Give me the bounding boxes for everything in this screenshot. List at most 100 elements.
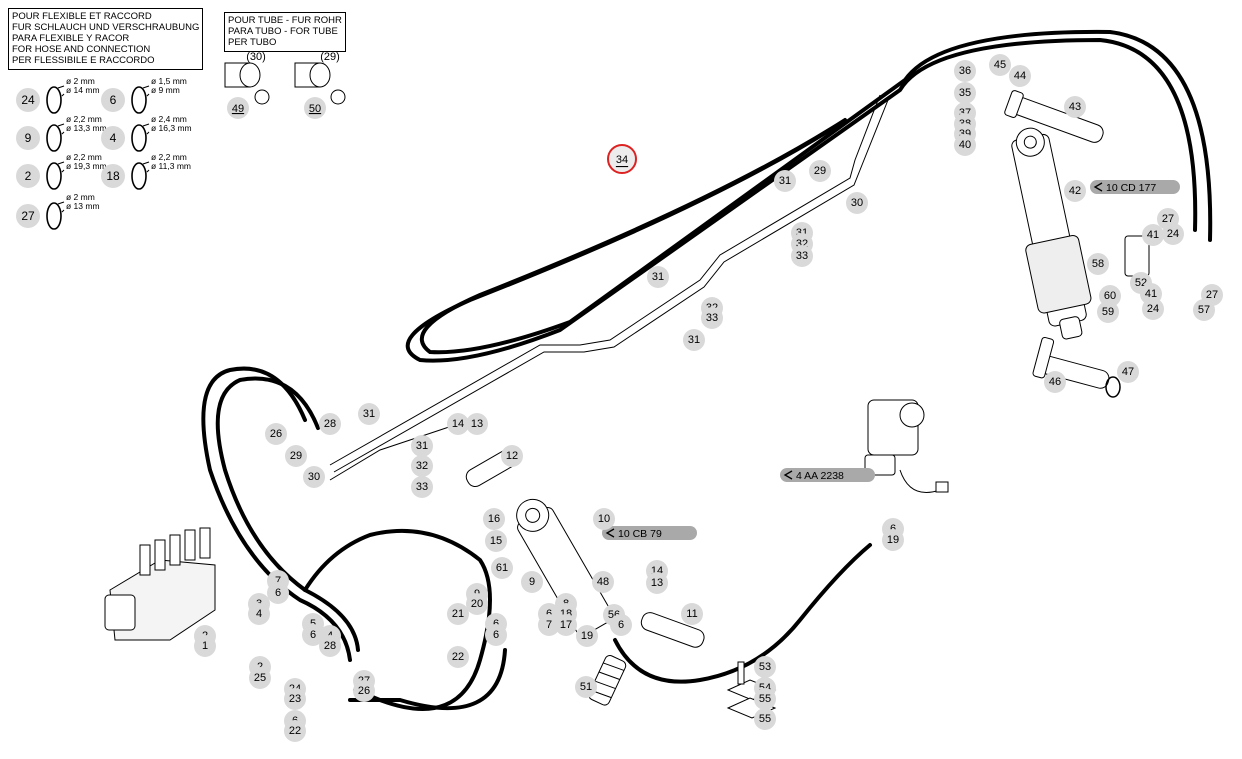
callout-number: 10 bbox=[598, 513, 610, 525]
part-callout-4[interactable]: 4 bbox=[248, 603, 270, 625]
fitting-ref: (29) bbox=[320, 51, 340, 63]
part-callout-61[interactable]: 61 bbox=[491, 557, 513, 579]
part-callout-59[interactable]: 59 bbox=[1097, 301, 1119, 323]
oring-dim-diameter: ø 13 mm bbox=[66, 201, 100, 211]
tubes bbox=[329, 94, 889, 481]
part-callout-29[interactable]: 29 bbox=[809, 160, 831, 182]
part-callout-31[interactable]: 31 bbox=[358, 403, 380, 425]
part-callout-47[interactable]: 47 bbox=[1117, 361, 1139, 383]
part-callout-6[interactable]: 6 bbox=[610, 614, 632, 636]
part-callout-53[interactable]: 53 bbox=[754, 656, 776, 678]
callout-number: 27 bbox=[1206, 289, 1218, 301]
part-callout-28[interactable]: 28 bbox=[319, 413, 341, 435]
part-callout-31[interactable]: 31 bbox=[647, 266, 669, 288]
part-callout-6[interactable]: 6 bbox=[485, 624, 507, 646]
callout-bubble bbox=[1117, 361, 1139, 383]
part-callout-31[interactable]: 31 bbox=[683, 329, 705, 351]
part-callout-46[interactable]: 46 bbox=[1044, 371, 1066, 393]
callout-bubble bbox=[681, 603, 703, 625]
part-callout-32[interactable]: 32 bbox=[411, 455, 433, 477]
part-callout-27[interactable]: 27 bbox=[1201, 284, 1223, 306]
part-callout-20[interactable]: 20 bbox=[466, 593, 488, 615]
ref-badge[interactable]: 10 CB 79 bbox=[602, 526, 697, 540]
part-callout-21[interactable]: 21 bbox=[447, 603, 469, 625]
part-callout-45[interactable]: 45 bbox=[989, 54, 1011, 76]
part-callout-19[interactable]: 19 bbox=[882, 529, 904, 551]
highlight-part-34[interactable]: 34 bbox=[607, 144, 637, 174]
part-callout-9[interactable]: 9 bbox=[521, 571, 543, 593]
ref-badge[interactable]: 4 AA 2238 bbox=[780, 468, 875, 482]
part-callout-7[interactable]: 7 bbox=[538, 614, 560, 636]
callout-number: 23 bbox=[289, 693, 301, 705]
part-callout-28[interactable]: 28 bbox=[319, 635, 341, 657]
part-callout-22[interactable]: 22 bbox=[447, 646, 469, 668]
callout-bubble bbox=[647, 266, 669, 288]
part-callout-19[interactable]: 19 bbox=[576, 625, 598, 647]
part-callout-11[interactable]: 11 bbox=[681, 603, 703, 625]
part-callout-6[interactable]: 6 bbox=[267, 582, 289, 604]
hoses bbox=[201, 29, 1213, 711]
part-callout-43[interactable]: 43 bbox=[1064, 96, 1086, 118]
callout-bubble bbox=[248, 603, 270, 625]
part-callout-31[interactable]: 31 bbox=[411, 435, 433, 457]
callout-number: 31 bbox=[416, 440, 428, 452]
callout-bubble bbox=[194, 635, 216, 657]
fitting-number-bubble bbox=[304, 97, 326, 119]
cylinder-10 bbox=[516, 498, 614, 637]
callout-bubble bbox=[285, 445, 307, 467]
part-callout-51[interactable]: 51 bbox=[575, 676, 597, 698]
part-callout-35[interactable]: 35 bbox=[954, 82, 976, 104]
part-callout-24[interactable]: 24 bbox=[1162, 223, 1184, 245]
part-callout-15[interactable]: 15 bbox=[485, 530, 507, 552]
part-callout-30[interactable]: 30 bbox=[303, 466, 325, 488]
part-callout-10[interactable]: 10 bbox=[593, 508, 615, 530]
part-callout-12[interactable]: 12 bbox=[501, 445, 523, 467]
part-callout-26[interactable]: 26 bbox=[353, 680, 375, 702]
part-callout-41[interactable]: 41 bbox=[1142, 224, 1164, 246]
part-callout-60[interactable]: 60 bbox=[1099, 285, 1121, 307]
callout-number: 25 bbox=[254, 672, 266, 684]
part-callout-30[interactable]: 30 bbox=[846, 192, 868, 214]
part-callout-14[interactable]: 14 bbox=[447, 413, 469, 435]
part-callout-13[interactable]: 13 bbox=[466, 413, 488, 435]
part-callout-36[interactable]: 36 bbox=[954, 60, 976, 82]
callout-bubble bbox=[447, 413, 469, 435]
legend-hose-line: PARA FLEXIBLE Y RACOR bbox=[12, 33, 130, 44]
part-callout-42[interactable]: 42 bbox=[1064, 180, 1086, 202]
oring-dim-thickness: ø 2 mm bbox=[66, 192, 95, 202]
part-callout-31[interactable]: 31 bbox=[774, 170, 796, 192]
part-callout-23[interactable]: 23 bbox=[284, 688, 306, 710]
callout-number: 55 bbox=[759, 713, 771, 725]
tube-fitting-50 bbox=[294, 62, 346, 105]
part-callout-33[interactable]: 33 bbox=[791, 245, 813, 267]
part-callout-33[interactable]: 33 bbox=[411, 476, 433, 498]
part-callout-29[interactable]: 29 bbox=[285, 445, 307, 467]
part-callout-13[interactable]: 13 bbox=[646, 572, 668, 594]
part-callout-33[interactable]: 33 bbox=[701, 307, 723, 329]
callout-bubble bbox=[319, 635, 341, 657]
part-callout-26[interactable]: 26 bbox=[265, 423, 287, 445]
fitting-number-bubble bbox=[227, 97, 249, 119]
callout-number: 7 bbox=[275, 575, 281, 587]
callout-bubble bbox=[683, 329, 705, 351]
pin-46 bbox=[1032, 336, 1110, 389]
part-callout-55[interactable]: 55 bbox=[754, 708, 776, 730]
callout-bubble bbox=[501, 445, 523, 467]
oring-dim-thickness: ø 2,4 mm bbox=[151, 114, 187, 124]
part-callout-44[interactable]: 44 bbox=[1009, 65, 1031, 87]
part-callout-22[interactable]: 22 bbox=[284, 720, 306, 742]
part-callout-24[interactable]: 24 bbox=[1142, 298, 1164, 320]
part-callout-16[interactable]: 16 bbox=[483, 508, 505, 530]
part-callout-55[interactable]: 55 bbox=[754, 688, 776, 710]
part-callout-1[interactable]: 1 bbox=[194, 635, 216, 657]
part-callout-48[interactable]: 48 bbox=[592, 571, 614, 593]
oring-number: 27 bbox=[21, 209, 35, 223]
part-callout-17[interactable]: 17 bbox=[555, 614, 577, 636]
part-callout-58[interactable]: 58 bbox=[1087, 253, 1109, 275]
callout-number: 48 bbox=[597, 576, 609, 588]
oring-dim-thickness: ø 2,2 mm bbox=[66, 152, 102, 162]
part-callout-40[interactable]: 40 bbox=[954, 134, 976, 156]
part-callout-25[interactable]: 25 bbox=[249, 667, 271, 689]
ref-badge[interactable]: 10 CD 177 bbox=[1090, 180, 1180, 194]
part-callout-6[interactable]: 6 bbox=[302, 624, 324, 646]
